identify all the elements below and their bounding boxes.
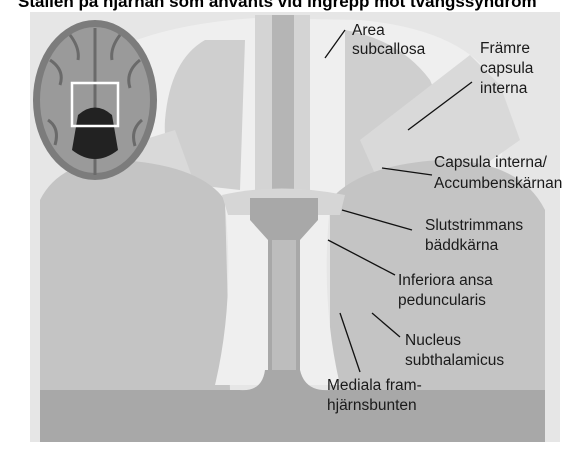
inset-brain-thumbnail [33, 20, 157, 180]
brainstem-base [40, 390, 258, 442]
septum-column-inner [272, 15, 294, 205]
inset-brain-ventricle [72, 108, 118, 160]
descending-column-core [272, 240, 296, 370]
left-lower-lobe [40, 160, 230, 390]
diagram-title: Ställen på hjärnan som använts vid ingre… [18, 0, 537, 11]
